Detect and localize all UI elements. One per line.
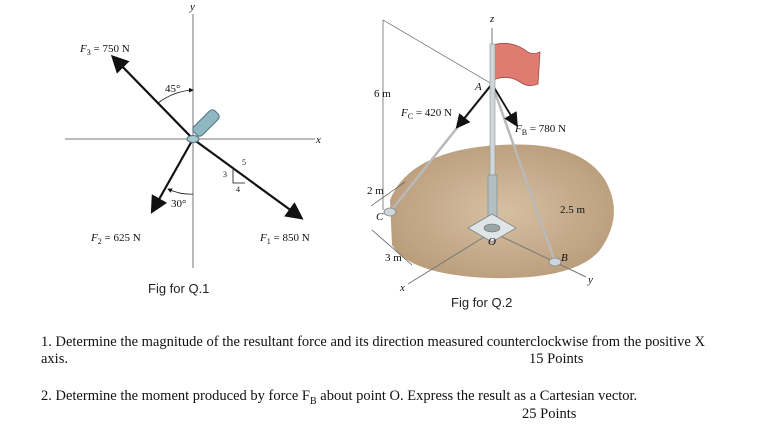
dim-line-2m (370, 181, 406, 207)
y-axis-label: y (587, 274, 593, 286)
force-f3-arrow (110, 54, 194, 140)
force-f3-label: F3 = 750 N (79, 43, 130, 57)
anchor-c (383, 207, 397, 217)
triangle-4-label: 4 (236, 185, 240, 194)
force-f2-label: F2 = 625 N (90, 232, 141, 246)
question-1-points: 15 Points (529, 351, 584, 367)
x-axis-label: x (399, 282, 405, 294)
question-2-text-b: about point O. Express the result as a C… (316, 388, 638, 404)
question-1-text: 1. Determine the magnitude of the result… (41, 334, 705, 367)
point-a-label: A (474, 81, 482, 93)
force-fb-arrow (491, 83, 518, 128)
z-axis-label: z (489, 13, 495, 25)
point-o-label: O (488, 236, 496, 248)
triangle-5-label: 5 (242, 158, 246, 167)
angle-30-label: 30° (171, 198, 186, 210)
force-f1-label: F1 = 850 N (259, 232, 310, 246)
x-axis-label: x (315, 134, 321, 146)
fig-q1-caption: Fig for Q.1 (148, 281, 210, 296)
angle-arc-45 (157, 87, 194, 104)
point-b-label: B (561, 252, 568, 264)
question-2-text-sub: B (309, 395, 317, 407)
angle-45-label: 45° (165, 83, 180, 95)
anchor-b (548, 257, 562, 267)
force-fc-arrow (455, 83, 493, 129)
y-axis (491, 231, 587, 278)
force-fb-label: FB = 780 N (514, 123, 566, 137)
flag-icon (492, 42, 541, 86)
y-axis-label: y (189, 1, 195, 13)
dim-line-3m (371, 229, 413, 266)
slope-triangle (232, 168, 245, 184)
force-f2-arrow (150, 138, 194, 214)
fig-q2-caption: Fig for Q.2 (451, 295, 513, 310)
dim-line-top (382, 19, 493, 85)
figure-q2: z x y 6 m 2 m 3 m 2.5 m A B C O FC = 420… (367, 13, 614, 294)
force-fc-label: FC = 420 N (400, 107, 452, 121)
ground-patch (390, 144, 614, 279)
x-axis (407, 231, 493, 285)
question-2-text: 2. Determine the moment produced by forc… (41, 388, 731, 410)
dim-2m-label: 2 m (367, 185, 384, 197)
force-f1-arrow (192, 138, 304, 220)
dim-3m-label: 3 m (385, 252, 402, 264)
question-2-text-a: 2. Determine the moment produced by forc… (41, 388, 310, 404)
eye-bolt-icon (186, 109, 220, 143)
dim-25m-label: 2.5 m (560, 204, 586, 216)
angle-arc-30 (167, 188, 194, 195)
point-c-label: C (376, 211, 384, 223)
question-2-points: 25 Points (522, 406, 577, 422)
dim-6m-label: 6 m (374, 88, 391, 100)
base-collar (483, 223, 501, 233)
cable-ab (490, 83, 557, 263)
figure-q1: y x 45° 30° 3 4 5 F3 = 750 N F2 = 625 N … (65, 1, 321, 268)
triangle-3-label: 3 (223, 170, 227, 179)
pole-sleeve (487, 174, 498, 221)
